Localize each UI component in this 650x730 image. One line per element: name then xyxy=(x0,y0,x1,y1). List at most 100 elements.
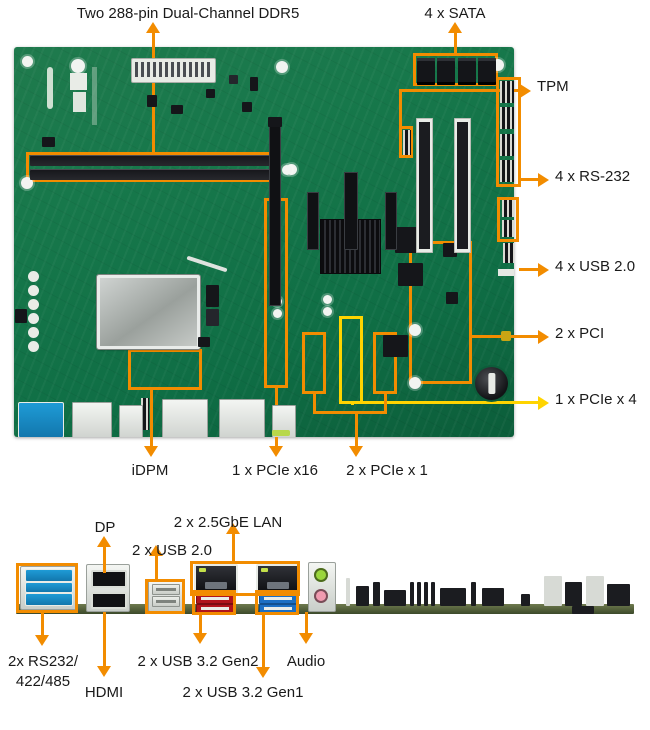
smd-chip xyxy=(206,285,219,307)
mount-hole xyxy=(323,307,332,316)
usb20-stack-body xyxy=(119,405,143,437)
leader-pciex1-right xyxy=(384,392,387,414)
arrow-pciex16 xyxy=(269,446,283,457)
db9-port-1 xyxy=(25,569,73,582)
label-dp: DP xyxy=(94,519,116,536)
mount-hole xyxy=(409,324,421,336)
side-view-component xyxy=(373,582,380,606)
leader-hdmi xyxy=(103,612,106,669)
silkscreen-logo xyxy=(73,92,86,112)
cpu-socket xyxy=(97,275,200,349)
smd-chip xyxy=(15,309,27,323)
smd-chip xyxy=(42,137,55,147)
sata-port-4 xyxy=(478,58,496,85)
mount-hole xyxy=(409,377,421,389)
label-hdmi: HDMI xyxy=(84,684,124,701)
arrow-rs232 xyxy=(538,173,549,187)
side-view-component xyxy=(544,576,562,606)
smd-chip xyxy=(206,309,219,326)
side-view-component xyxy=(346,578,350,606)
leader-pciex4-horiz xyxy=(351,401,541,404)
atx-power-pins xyxy=(135,62,210,77)
mount-hole xyxy=(323,295,332,304)
highlight-tpm-header xyxy=(399,126,413,158)
highlight-pci-slots xyxy=(409,241,472,384)
side-view-component xyxy=(586,576,604,606)
smd-chip xyxy=(250,77,258,91)
label-pciex16: 1 x PCIe x16 xyxy=(232,462,318,479)
arrow-hdmi xyxy=(97,666,111,677)
leader-idpm xyxy=(150,388,153,449)
vrm-component xyxy=(28,341,39,352)
leader-tpm-horiz xyxy=(399,89,520,92)
lan-usb-stack-body-1 xyxy=(162,399,208,437)
highlight-idpm-header xyxy=(128,349,202,390)
lan-usb-stack-body-2 xyxy=(219,399,265,437)
usb20-header-1 xyxy=(502,200,514,217)
status-led xyxy=(272,430,290,436)
smd-chip xyxy=(206,89,215,98)
side-view-component xyxy=(607,584,630,606)
leader-usb20 xyxy=(519,268,541,271)
vrm-component xyxy=(28,299,39,310)
arrow-idpm xyxy=(144,446,158,457)
side-view-component xyxy=(431,582,435,606)
highlight-rs232-headers xyxy=(496,77,521,187)
smd-chip xyxy=(171,105,183,114)
mount-hole xyxy=(71,59,85,73)
silkscreen-logo xyxy=(70,73,87,90)
idpm-header xyxy=(141,398,149,430)
mount-hole xyxy=(22,56,33,67)
label-rs232-rear-line1: 2x RS232/ xyxy=(7,653,79,670)
controller-ic xyxy=(446,292,458,304)
arrow-dp xyxy=(97,536,111,547)
smd-chip xyxy=(147,95,157,107)
usb20-header-2 xyxy=(502,220,514,237)
arrow-usb32gen2 xyxy=(193,633,207,644)
label-usb32gen1: 2 x USB 3.2 Gen1 xyxy=(182,684,304,701)
highlight-usb32gen1 xyxy=(255,590,299,615)
leader-sata xyxy=(454,33,457,55)
rs232-header-2 xyxy=(500,107,514,129)
lan-port-1 xyxy=(194,564,238,595)
leader-pciex1-join xyxy=(313,411,387,414)
mount-hole xyxy=(273,309,282,318)
side-view-component xyxy=(565,582,582,606)
board-model-silkscreen xyxy=(92,67,97,125)
rs232-header-1 xyxy=(500,81,514,103)
tpm-header xyxy=(403,130,411,155)
pcie-x4-slot xyxy=(344,172,358,250)
mount-hole xyxy=(276,61,288,73)
arrow-pciex1 xyxy=(349,446,363,457)
vrm-component xyxy=(28,313,39,324)
arrow-pci xyxy=(538,330,549,344)
leader-rs232 xyxy=(521,178,541,181)
smd-chip xyxy=(229,75,238,84)
leader-rs232-rear xyxy=(41,612,44,638)
db9-port-2 xyxy=(25,582,73,593)
leader-usb20-rear xyxy=(155,556,158,580)
sata-port-1 xyxy=(417,58,435,85)
side-view-component xyxy=(417,582,421,606)
label-usb32gen2: 2 x USB 3.2 Gen2 xyxy=(137,653,259,670)
pcie-x1-slot-2 xyxy=(385,192,397,250)
arrow-rs232-rear xyxy=(35,635,49,646)
label-tpm: TPM xyxy=(537,78,569,95)
highlight-usb20-headers xyxy=(497,197,519,242)
label-audio: Audio xyxy=(286,653,326,670)
pci-slot-1 xyxy=(416,118,433,253)
leader-pciex1-left xyxy=(313,392,316,414)
audio-line-out-jack xyxy=(314,568,328,582)
highlight-usb20-rear xyxy=(145,579,185,614)
pcie-x1-slot-1 xyxy=(307,192,319,250)
side-view-component xyxy=(471,582,476,606)
highlight-pcie-x4-slot xyxy=(339,316,363,404)
label-lan: 2 x 2.5GbE LAN xyxy=(173,514,283,531)
pcie-x16-slot xyxy=(269,124,281,306)
rear-io-panel xyxy=(16,560,634,618)
mount-hole xyxy=(21,177,33,189)
sata-port-2 xyxy=(437,58,455,85)
side-view-component xyxy=(572,606,594,614)
highlight-lan-ports xyxy=(190,561,300,596)
cmos-battery xyxy=(475,367,508,400)
